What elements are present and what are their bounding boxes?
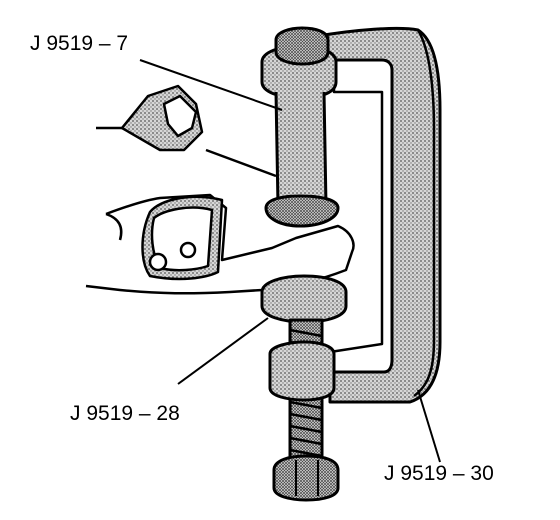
leader-j9519-30: [417, 389, 441, 463]
adapter-j9519-7: [260, 26, 340, 228]
adapter-j9519-28: [260, 274, 348, 324]
ball-stud: [96, 84, 277, 178]
label-j9519-7: J 9519 – 7: [30, 32, 128, 55]
leader-j9519-7: [139, 59, 283, 111]
label-j9519-28: J 9519 – 28: [70, 402, 180, 425]
label-j9519-30: J 9519 – 30: [384, 462, 494, 485]
leader-lines: [139, 59, 441, 463]
forcing-screw: [268, 318, 340, 502]
control-arm: [85, 193, 355, 295]
leader-j9519-28: [177, 317, 269, 385]
